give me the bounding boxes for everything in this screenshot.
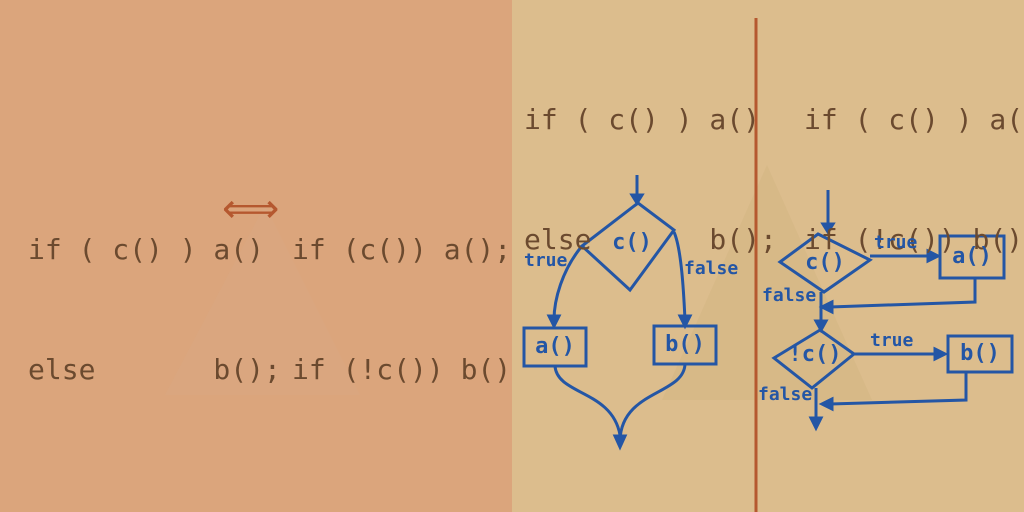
condition-label: c() bbox=[612, 230, 652, 255]
true1-label: true bbox=[874, 232, 918, 253]
code-line-1: if (c()) a(); bbox=[292, 233, 512, 266]
true2-label: true bbox=[870, 330, 914, 351]
false-branch-line bbox=[672, 231, 687, 321]
false1-arrowhead bbox=[813, 319, 829, 334]
true-branch-line bbox=[552, 245, 584, 321]
false2-label: false bbox=[758, 384, 813, 405]
return2-line bbox=[829, 372, 968, 406]
action-a-box bbox=[938, 234, 1006, 280]
code-line-1: if ( c() ) a() bbox=[524, 103, 761, 136]
true2-arrowhead bbox=[933, 346, 949, 362]
exit-arrowhead bbox=[808, 416, 824, 432]
action-b-box bbox=[946, 334, 1014, 374]
action-a-label: a() bbox=[952, 244, 992, 269]
code-line-2: if (!c()) b(); bbox=[804, 223, 1024, 256]
condition-diamond bbox=[579, 201, 677, 293]
code-line-1: if ( c() ) a(); bbox=[804, 103, 1024, 136]
two-ifs-flowchart bbox=[771, 190, 1014, 432]
return1-arrowhead bbox=[818, 299, 834, 315]
if-else-flowchart bbox=[522, 175, 718, 451]
condition1-diamond bbox=[777, 232, 873, 294]
false-label: false bbox=[684, 258, 739, 279]
equivalence-arrow-icon: ⟺ bbox=[222, 186, 280, 232]
code-two-ifs: if ( c() ) a(); if (!c()) b(); bbox=[804, 20, 1024, 340]
true-label: true bbox=[524, 250, 568, 271]
action-a-label: a() bbox=[535, 334, 575, 359]
condition2-diamond bbox=[771, 328, 857, 390]
false-branch-arrowhead bbox=[677, 314, 693, 330]
watermark-logo bbox=[0, 0, 512, 512]
false1-label: false bbox=[762, 285, 817, 306]
code-two-ifs: if (c()) a(); if (!c()) b(); bbox=[292, 150, 512, 470]
exit-arrowhead bbox=[612, 434, 628, 451]
condition1-label: c() bbox=[805, 250, 845, 275]
code-if-else: if ( c() ) a() else b(); bbox=[524, 20, 777, 340]
action-b-label: b() bbox=[665, 332, 705, 357]
code-line-1: if ( c() ) a() bbox=[28, 233, 265, 266]
return1-line bbox=[829, 278, 977, 309]
condition2-label: !c() bbox=[788, 342, 842, 367]
true-branch-arrowhead bbox=[546, 314, 562, 330]
code-if-else: if ( c() ) a() else b(); bbox=[28, 150, 281, 470]
merge-line-right bbox=[618, 363, 687, 441]
flowcharts bbox=[522, 18, 1014, 512]
action-b-label: b() bbox=[960, 341, 1000, 366]
entry-arrowhead bbox=[629, 193, 645, 206]
merge-line-left bbox=[553, 365, 622, 436]
code-line-2: else b(); bbox=[524, 223, 777, 256]
left-panel: if ( c() ) a() else b(); if (c()) a(); i… bbox=[0, 0, 512, 512]
code-line-2: else b(); bbox=[28, 353, 281, 386]
return2-arrowhead bbox=[818, 396, 834, 412]
true1-arrowhead bbox=[926, 248, 942, 264]
right-panel: if ( c() ) a() else b(); if ( c() ) a();… bbox=[512, 0, 1024, 512]
entry-arrowhead bbox=[820, 222, 836, 235]
code-line-2: if (!c()) b(); bbox=[292, 353, 512, 386]
